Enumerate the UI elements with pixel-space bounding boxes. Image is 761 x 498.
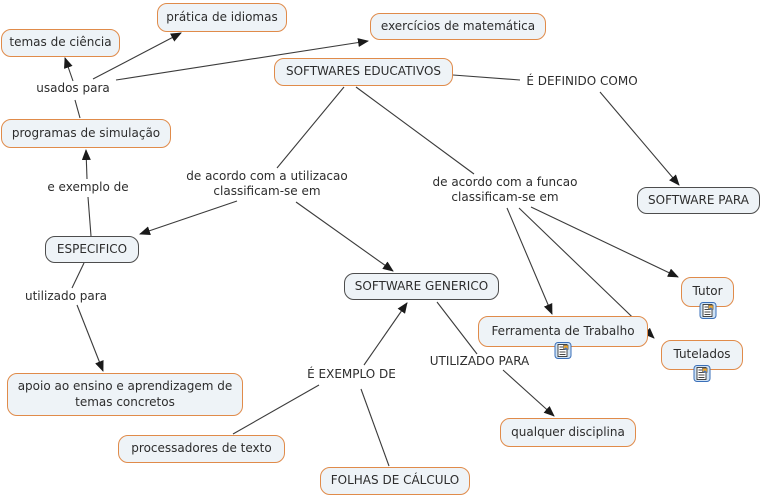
connector-arrow (64, 57, 74, 82)
linking-phrase-e-exemplo-de[interactable]: e exemplo de (47, 180, 129, 194)
connector-arrow (139, 200, 238, 236)
concept-ferramenta-de-trabalho[interactable]: Ferramenta de Trabalho (478, 316, 648, 359)
connector-line (71, 262, 85, 289)
connector-arrow (530, 206, 679, 278)
connector-arrow (81, 149, 91, 180)
concept-especifico[interactable]: ESPECIFICO (45, 236, 139, 263)
connector-line (74, 99, 81, 119)
concept-processadores-de-texto[interactable]: processadores de texto (118, 435, 285, 463)
concept-label: processadores de texto (131, 441, 272, 456)
concept-temas-de-ciencia[interactable]: temas de ciência (1, 29, 120, 57)
concept-software-generico[interactable]: SOFTWARE GENERICO (344, 273, 499, 300)
concept-label: Tutelados (673, 347, 731, 362)
linking-phrase-usados-para[interactable]: usados para (36, 81, 110, 95)
concept-label: SOFTWARES EDUCATIVOS (285, 64, 442, 79)
connector-line (87, 196, 92, 237)
concept-folhas-de-calculo[interactable]: FOLHAS DE CÁLCULO (320, 467, 470, 495)
concept-label: temas de ciência (9, 35, 112, 50)
connector-arrow (506, 207, 553, 315)
concept-programas-de-simulacao[interactable]: programas de simulação (1, 119, 171, 148)
concept-software-para[interactable]: SOFTWARE PARA (637, 187, 760, 214)
concept-label: qualquer disciplina (511, 424, 625, 439)
attached-resource-icon[interactable] (693, 365, 711, 382)
concept-label: Tutor (692, 284, 723, 299)
connector-arrow (115, 38, 369, 81)
linking-phrase-utilizado-para[interactable]: utilizado para (25, 289, 107, 303)
concept-tutor[interactable]: Tutor (681, 277, 734, 319)
concept-qualquer-disciplina[interactable]: qualquer disciplina (500, 418, 636, 447)
connector-line (276, 86, 345, 169)
concept-label: Ferramenta de Trabalho (491, 323, 635, 338)
concept-exercicios-de-matematica[interactable]: exercícios de matemática (370, 13, 546, 40)
connector-line (436, 301, 478, 355)
linking-phrase-e-exemplo-de-caps[interactable]: É EXEMPLO DE (307, 367, 396, 381)
linking-phrase-e-definido-como[interactable]: É DEFINIDO COMO (526, 74, 638, 88)
connector-arrow (363, 302, 408, 366)
connector-arrow (599, 91, 680, 186)
linking-phrase-de-acordo-utilizacao[interactable]: de acordo com a utilizacao classificam-s… (186, 169, 348, 198)
concept-label: SOFTWARE GENERICO (354, 278, 489, 293)
concept-label: exercícios de matemática (380, 18, 536, 33)
concept-label: ESPECIFICO (56, 241, 128, 256)
concept-softwares-educativos[interactable]: SOFTWARES EDUCATIVOS (274, 58, 453, 86)
attached-resource-icon[interactable] (699, 302, 716, 319)
connector-line (232, 384, 320, 435)
connector-line (452, 74, 521, 81)
concept-label: prática de idiomas (166, 9, 278, 24)
concept-tutelados[interactable]: Tutelados (661, 340, 743, 382)
concept-label: programas de simulação (11, 125, 161, 140)
concept-label: SOFTWARE PARA (648, 192, 749, 207)
connector-arrow (295, 201, 394, 272)
linking-phrase-utilizado-para-caps[interactable]: UTILIZADO PARA (429, 354, 530, 368)
concept-apoio-ao-ensino[interactable]: apoio ao ensino e aprendizagem de temas … (7, 373, 243, 416)
concept-pratica-de-idiomas[interactable]: prática de idiomas (157, 3, 287, 32)
attached-resource-icon[interactable] (554, 342, 572, 359)
connector-line (360, 388, 390, 467)
linking-phrase-de-acordo-funcao[interactable]: de acordo com a funcao classificam-se em (432, 175, 578, 204)
connector-arrow (92, 32, 182, 80)
connector-line (355, 86, 475, 175)
connector-arrow (502, 369, 555, 417)
concept-label: FOLHAS DE CÁLCULO (330, 473, 460, 488)
connector-arrow (76, 304, 104, 372)
concept-label: apoio ao ensino e aprendizagem de temas … (17, 378, 233, 409)
